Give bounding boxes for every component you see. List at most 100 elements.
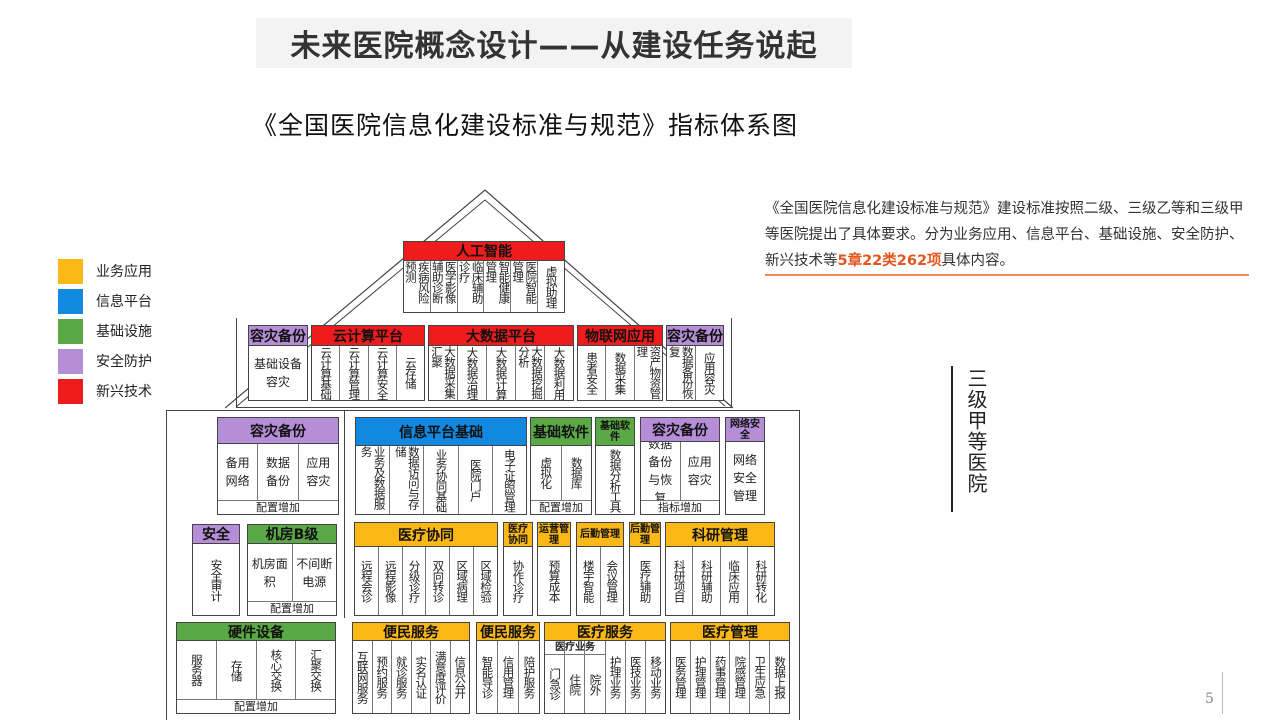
block-header: 容灾备份 xyxy=(641,418,719,442)
block-header: 医疗服务 xyxy=(545,623,665,641)
block-cell: 大数据挖掘分析 xyxy=(517,346,545,400)
block-cells: 门急诊住院院外护理业务医技业务移动业务 xyxy=(545,641,665,713)
legend: 业务应用 信息平台 基础设施 安全防护 新兴技术 xyxy=(58,256,152,406)
block-header: 云计算平台 xyxy=(312,326,424,346)
slide-title: 未来医院概念设计——从建设任务说起 xyxy=(256,18,852,68)
block-cells: 数据分析工具 xyxy=(596,446,634,514)
block-cell: 云计算安全 xyxy=(369,346,397,400)
block-cells: 医疗辅助 xyxy=(630,547,660,615)
block-cell: 分级诊疗 xyxy=(403,547,427,615)
block-cell: 大数据利用 xyxy=(552,346,567,400)
block-cell: 信息公开 xyxy=(453,656,468,698)
block-cell: 预算成本 xyxy=(547,560,562,602)
block-header: 人工智能 xyxy=(404,242,564,261)
block-header: 大数据平台 xyxy=(429,326,573,346)
block-cell: 医院智能管理 xyxy=(511,261,539,312)
block-cells: 疾病风险预测医学影像辅助诊断临床辅助诊疗智能健康管理医院智能管理虚拟助理 xyxy=(404,261,564,312)
block-footer: 配置增加 xyxy=(531,500,591,514)
page-number-divider xyxy=(1222,672,1223,714)
block-cells: 业务及数据服务数据访问与存储业务协同基础医院门户电子证照管理 xyxy=(356,446,526,514)
block-cell: 核心交换 xyxy=(257,641,297,699)
block-cell: 服务器 xyxy=(177,641,217,699)
legend-swatch xyxy=(58,258,83,284)
block-collab: 医疗协同远程会诊远程影像分级诊疗双向转诊区域病理区域检验 xyxy=(354,522,498,616)
block-cell: 数据备份 xyxy=(258,444,299,500)
description-underline xyxy=(765,274,1249,276)
block-cells: 安全审计 xyxy=(193,544,239,615)
block-cell: 大数据治理 xyxy=(458,346,487,400)
block-cell: 业务协同基础 xyxy=(424,446,459,514)
legend-item: 安全防护 xyxy=(58,346,152,376)
block-header: 机房B级 xyxy=(248,525,336,544)
block-cell: 数据备份与恢复 xyxy=(641,442,681,500)
legend-swatch xyxy=(58,318,83,344)
legend-item: 新兴技术 xyxy=(58,376,152,406)
block-bigdata: 大数据平台大数据采集汇聚大数据治理大数据计算大数据挖掘分析大数据利用 xyxy=(428,325,574,401)
block-cell: 应用容灾 xyxy=(687,455,712,487)
block-cell: 虚拟助理 xyxy=(544,265,559,308)
block-cell: 实名认证 xyxy=(412,641,431,713)
block-cells: 网络安全管理 xyxy=(726,442,764,514)
legend-swatch xyxy=(58,348,83,374)
block-cell: 临床辅助诊疗 xyxy=(458,261,485,312)
block-cell: 院感管理 xyxy=(730,641,751,713)
block-cell: 医学影像辅助诊断 xyxy=(431,261,458,312)
block-security: 安全安全审计 xyxy=(192,524,240,616)
block-research: 科研管理科研项目科研辅助临床应用科研转化 xyxy=(665,522,775,616)
block-room: 机房B级机房面积不间断电源配置增加 xyxy=(247,524,337,616)
block-cells: 大数据采集汇聚大数据治理大数据计算大数据挖掘分析大数据利用 xyxy=(429,346,573,400)
block-cell: 院外 xyxy=(585,641,606,713)
block-header: 医疗协同 xyxy=(355,523,497,547)
block-cell: 云存储 xyxy=(403,357,418,389)
legend-swatch xyxy=(58,288,83,314)
block-cells: 远程会诊远程影像分级诊疗双向转诊区域病理区域检验 xyxy=(355,547,497,615)
block-header: 硬件设备 xyxy=(177,623,335,641)
block-cells: 虚拟化数据库 xyxy=(531,446,591,500)
block-cell: 区域病理 xyxy=(450,547,475,615)
vertical-divider xyxy=(951,366,953,512)
block-cell: 基础设备容灾 xyxy=(253,357,302,389)
block-cell: 存储 xyxy=(217,641,257,699)
block-header: 后勤管理 xyxy=(630,523,660,547)
block-header: 物联网应用 xyxy=(578,326,662,346)
block-cell: 医务管理 xyxy=(671,641,691,713)
block-cell: 疾病风险预测 xyxy=(404,261,431,312)
block-cell: 医院门户 xyxy=(459,446,493,514)
block-cells: 机房面积不间断电源 xyxy=(248,544,336,601)
block-cell: 药事管理 xyxy=(711,641,731,713)
block-cell: 智能导诊 xyxy=(477,641,498,713)
block-header: 医疗协同 xyxy=(504,523,532,547)
block-cell: 信用管理 xyxy=(498,641,519,713)
building-frame xyxy=(166,410,800,720)
block-cell: 安全审计 xyxy=(209,558,224,601)
block-mgmt: 医疗管理医务管理护理管理药事管理院感管理卫生应急数据上报 xyxy=(670,622,790,714)
block-dr-top-right: 容灾备份数据备份恢复应用容灾 xyxy=(666,325,724,401)
block-ops: 运营管理预算成本 xyxy=(537,522,571,616)
block-service2: 便民服务智能导诊信用管理陪护服务 xyxy=(476,622,540,714)
block-header: 容灾备份 xyxy=(218,418,338,444)
block-collab2: 医疗协同协作诊疗 xyxy=(503,522,533,616)
block-service1: 便民服务互联网服务预约服务就诊服务实名认证满意度评价信息公开 xyxy=(352,622,470,714)
block-cells: 预算成本 xyxy=(538,547,570,615)
block-cell: 应用容灾 xyxy=(702,352,717,394)
block-cells: 互联网服务预约服务就诊服务实名认证满意度评价信息公开 xyxy=(353,641,469,713)
block-footer: 配置增加 xyxy=(218,500,338,514)
block-header: 医疗管理 xyxy=(671,623,789,641)
block-cell: 门急诊 xyxy=(545,641,566,713)
figure-title: 《全国医院信息化建设标准与规范》指标体系图 xyxy=(251,111,798,140)
block-cell: 楼宇智能 xyxy=(577,547,601,615)
block-cells: 云计算基础云计算管理云计算安全云存储 xyxy=(312,346,424,400)
block-cell: 数据分析工具 xyxy=(608,448,623,512)
block-header: 安全 xyxy=(193,525,239,544)
description-text: 《全国医院信息化建设标准与规范》建设标准按照二级、三级乙等和三级甲等医院提出了具… xyxy=(765,201,1244,269)
block-dr-top-left: 容灾备份基础设备容灾 xyxy=(248,325,308,401)
block-cell: 云计算基础 xyxy=(312,346,341,400)
block-cell: 移动业务 xyxy=(648,656,663,698)
block-cells: 数据备份与恢复应用容灾 xyxy=(641,442,719,500)
block-cell: 云计算管理 xyxy=(340,346,369,400)
block-cell: 科研项目 xyxy=(666,547,694,615)
block-cell: 科研辅助 xyxy=(693,547,721,615)
block-iot: 物联网应用患者安全数据采集资产物资管理 xyxy=(577,325,663,401)
block-footer: 配置增加 xyxy=(248,601,336,615)
block-logistics: 后勤管理楼宇智能会议管理 xyxy=(576,522,624,616)
